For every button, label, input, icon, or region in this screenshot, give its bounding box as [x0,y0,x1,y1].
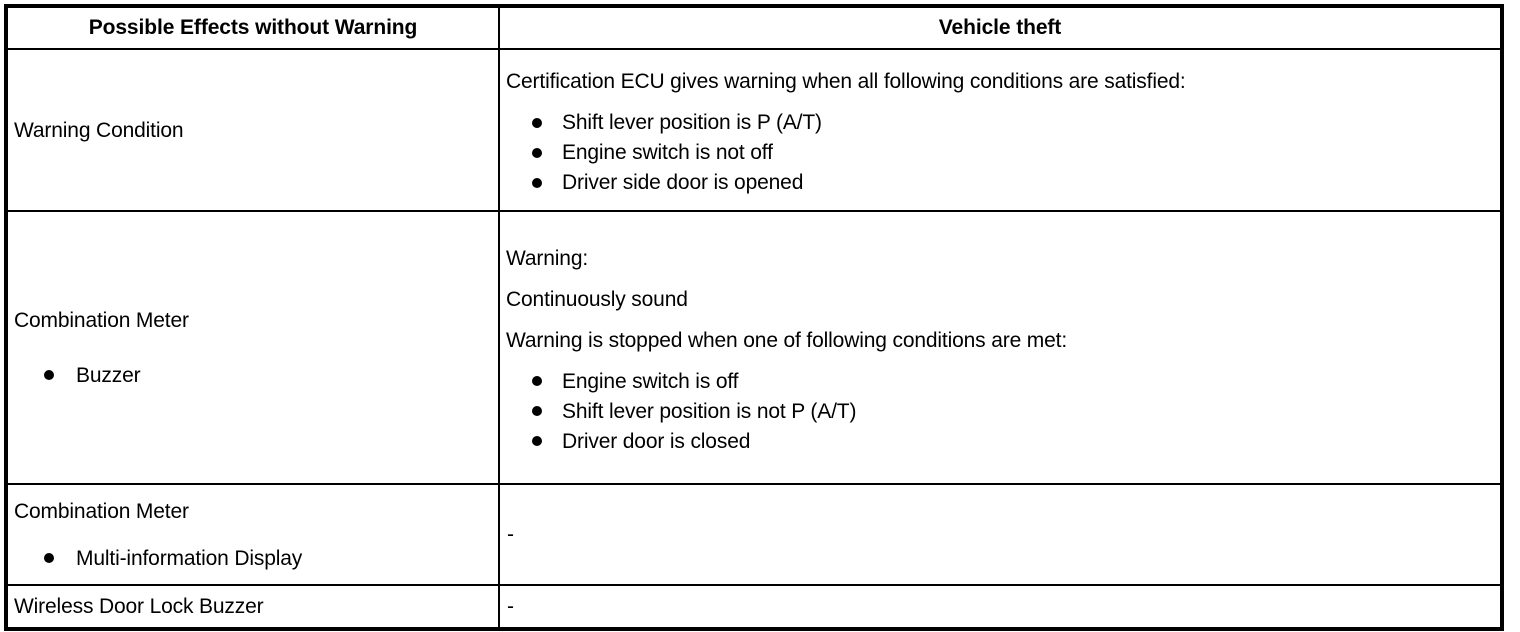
bullet-dot-icon [532,406,542,416]
table-row: Wireless Door Lock Buzzer - [5,584,1503,630]
header-cell-effects: Possible Effects without Warning [5,5,500,50]
bullet-dot-icon [532,436,542,446]
content-paragraph: Continuously sound [506,287,688,311]
list-item: Driver side door is opened [506,172,1492,193]
header-label-vehicle-theft: Vehicle theft [938,16,1062,39]
list-item: Driver door is closed [506,431,1492,452]
row-label-cell-wireless-door-lock-buzzer: Wireless Door Lock Buzzer [5,584,500,630]
list-item: Shift lever position is P (A/T) [506,112,1492,133]
row-label-bullet-list: Multi-information Display [14,548,490,569]
condition-bullet-list: Shift lever position is P (A/T) Engine s… [506,112,1492,193]
content-paragraph: Certification ECU gives warning when all… [506,70,1186,93]
list-item-label: Driver door is closed [562,429,751,453]
row-content-cell-warning-condition: Certification ECU gives warning when all… [498,48,1503,212]
list-item: Shift lever position is not P (A/T) [506,401,1492,422]
table-row: Warning Condition Certification ECU give… [5,48,1503,212]
bullet-dot-icon [532,376,542,386]
content-dash: - [507,594,514,618]
header-label-effects: Possible Effects without Warning [88,16,418,39]
list-item: Buzzer [14,365,490,386]
list-item: Engine switch is off [506,371,1492,392]
content-paragraph: Warning: [506,246,589,270]
row-label-warning-condition: Warning Condition [14,118,184,142]
table-header-row: Possible Effects without Warning Vehicle… [5,5,1503,50]
row-label-bullet-list: Buzzer [14,365,490,386]
bullet-dot-icon [532,147,542,158]
list-item: Engine switch is not off [506,142,1492,163]
table-row: Combination Meter Multi-information Disp… [5,483,1503,586]
table-row: Combination Meter Buzzer Warning: Contin… [5,210,1503,485]
row-label-cell-warning-condition: Warning Condition [5,48,500,212]
bullet-dot-icon [44,370,54,380]
row-label-wireless-door-lock-buzzer: Wireless Door Lock Buzzer [14,595,264,618]
row-content-cell-display: - [498,483,1503,586]
list-item-label: Shift lever position is not P (A/T) [562,399,857,423]
row-content-cell-buzzer-warning: Warning: Continuously sound Warning is s… [498,210,1503,485]
row-label-combination-meter: Combination Meter [14,308,189,332]
list-item-label: Engine switch is not off [562,141,773,164]
row-label-cell-combination-meter-display: Combination Meter Multi-information Disp… [5,483,500,586]
row-content-cell-wireless-buzzer: - [498,584,1503,630]
list-item: Multi-information Display [14,548,490,569]
bullet-dot-icon [532,177,542,188]
row-label-combination-meter: Combination Meter [14,499,189,523]
bullet-dot-icon [44,553,54,563]
list-item-label: Buzzer [76,363,141,387]
list-item-label: Shift lever position is P (A/T) [562,111,822,134]
row-label-cell-combination-meter-buzzer: Combination Meter Buzzer [5,210,500,485]
list-item-label: Multi-information Display [76,546,303,570]
content-dash: - [507,522,514,546]
bullet-dot-icon [532,117,542,128]
possible-effects-table: Possible Effects without Warning Vehicle… [4,4,1504,631]
list-item-label: Engine switch is off [562,369,739,393]
list-item-label: Driver side door is opened [562,171,804,194]
content-paragraph: Warning is stopped when one of following… [506,328,1068,352]
header-cell-vehicle-theft: Vehicle theft [498,5,1503,50]
stop-condition-bullet-list: Engine switch is off Shift lever positio… [506,371,1492,452]
